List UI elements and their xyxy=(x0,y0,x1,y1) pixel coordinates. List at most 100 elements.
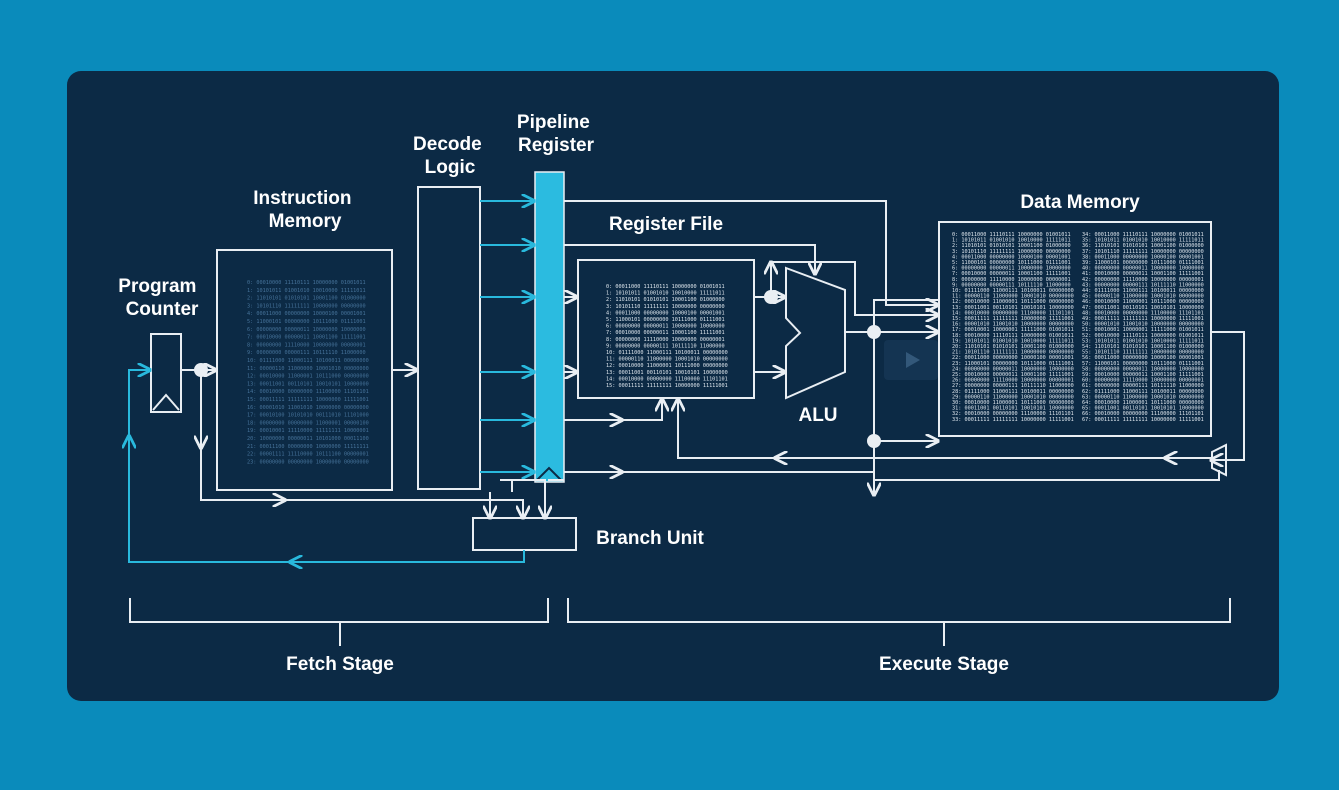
clock-edge-icon xyxy=(152,393,180,411)
memory-row: 9: 00000000 00000111 10111110 11000000 xyxy=(606,343,725,349)
memory-row: 24: 00000000 00000011 10000000 10000000 xyxy=(952,366,1074,372)
memory-row: 14: 00010000 00000000 11100000 11101101 xyxy=(247,389,369,395)
memory-row: 65: 00011001 00110101 10010101 10000000 xyxy=(1082,406,1204,412)
dmem-out-wire xyxy=(1211,331,1245,461)
memory-row: 8: 00000000 11110000 10000000 00000001 xyxy=(247,342,366,348)
memory-row: 6: 00000000 00000011 10000000 10000000 xyxy=(247,327,366,333)
memory-row: 10: 01111000 11000111 10100011 00000000 xyxy=(606,350,728,356)
memory-row: 32: 00010000 00000000 11100000 11101101 xyxy=(952,411,1074,417)
memory-row: 55: 10101110 11111111 10000000 00000000 xyxy=(1082,350,1204,356)
memory-row: 13: 00011001 00110101 10010101 10000000 xyxy=(247,381,369,387)
memory-row: 33: 00011111 11111111 10000000 11111001 xyxy=(952,417,1074,423)
memory-row: 5: 11000101 00000000 10111000 01111001 xyxy=(952,260,1071,266)
memory-row: 2: 11010101 01010101 10001100 01000000 xyxy=(247,296,366,302)
memory-row: 31: 00011001 00110101 10010101 10000000 xyxy=(952,406,1074,412)
memory-row: 16: 00001010 11001010 10000000 00000000 xyxy=(952,322,1074,328)
memory-row: 11: 00000110 11000000 10001010 00000000 xyxy=(952,294,1074,300)
memory-row: 47: 00011001 00110101 10010101 10000000 xyxy=(1082,305,1204,311)
memory-row: 38: 00011000 00000000 10000100 00001001 xyxy=(1082,254,1204,260)
instruction-memory-label: Instruction Memory xyxy=(253,188,356,232)
pc-to-branch-wire xyxy=(200,448,523,518)
register-file-label: Register File xyxy=(609,214,723,235)
memory-row: 7: 00010000 00000011 10001100 11111001 xyxy=(247,335,366,341)
memory-row: 7: 00010000 00000011 10001100 11111001 xyxy=(606,330,725,336)
alu-label: ALU xyxy=(798,405,837,426)
memory-row: 22: 00011000 00000000 10000100 00001001 xyxy=(952,355,1074,361)
memory-row: 1: 10101011 01001010 10010000 11111011 xyxy=(606,291,725,297)
register-file-contents: 0: 00011000 11110111 10000000 010010111:… xyxy=(606,284,728,389)
play-triangle-icon xyxy=(906,352,920,368)
mux-bottom-wire xyxy=(873,470,1220,481)
memory-row: 2: 11010101 01010101 10001100 01000000 xyxy=(952,243,1071,249)
memory-row: 26: 00000000 11110000 10000000 00000001 xyxy=(952,378,1074,384)
memory-row: 66: 00010000 00000000 11100000 11101101 xyxy=(1082,411,1204,417)
branch-to-pc-wire-a xyxy=(290,550,525,562)
fetch-stage-bracket xyxy=(129,598,549,646)
memory-row: 11: 00000110 11000000 10001010 00000000 xyxy=(606,357,728,363)
memory-row: 9: 00000000 00000111 10111110 11000000 xyxy=(952,282,1071,288)
pipeline-register-bar xyxy=(534,171,565,483)
memory-row: 43: 00000000 00000111 10111110 11000000 xyxy=(1082,282,1204,288)
memory-row: 5: 11000101 00000000 10111000 01111001 xyxy=(247,319,366,325)
memory-row: 54: 11010101 01010101 10001100 01000000 xyxy=(1082,344,1204,350)
memory-row: 0: 00011000 11110111 10000000 01001011 xyxy=(606,284,725,290)
memory-row: 8: 00000000 11110000 10000000 00000001 xyxy=(606,337,725,343)
instruction-memory-contents: 0: 00010000 11110111 10000000 010010111:… xyxy=(247,280,369,465)
memory-row: 23: 00000000 00000000 10000000 00000000 xyxy=(247,459,369,465)
memory-row: 1: 10101011 01001010 10010000 11111011 xyxy=(952,238,1071,244)
alu-aux-wire xyxy=(873,299,938,332)
diagram-panel xyxy=(67,71,1279,701)
memory-row: 10: 01111000 11000111 10100011 00000000 xyxy=(952,288,1074,294)
branch-unit-label: Branch Unit xyxy=(596,528,704,549)
memory-row: 50: 00001010 11001010 10000000 00000000 xyxy=(1082,322,1204,328)
memory-row: 4: 00011000 00000000 10000100 00001001 xyxy=(952,254,1071,260)
memory-row: 6: 00000000 00000011 10000000 10000000 xyxy=(606,324,725,330)
pipe-to-alu-wire xyxy=(564,244,815,274)
pipeline-register-label: Pipeline Register xyxy=(517,112,595,156)
memory-row: 48: 00010000 00000000 11100000 11101101 xyxy=(1082,310,1204,316)
memory-row: 59: 00010000 00000011 10001100 11111001 xyxy=(1082,372,1204,378)
memory-row: 21: 10101110 11111111 10000000 00000000 xyxy=(952,350,1074,356)
pipe-to-dmem-wire xyxy=(564,200,938,305)
memory-row: 61: 00000000 00000111 10111110 11000000 xyxy=(1082,383,1204,389)
memory-row: 14: 00010000 00000000 11100000 11101101 xyxy=(952,310,1074,316)
pipe-to-branch-b xyxy=(512,479,545,518)
memory-row: 15: 00011111 11111111 10000000 11111001 xyxy=(606,383,728,389)
memory-row: 41: 00010000 00000011 10001100 11111001 xyxy=(1082,271,1204,277)
decode-logic-box xyxy=(417,186,481,490)
memory-row: 19: 00010001 11110000 11111111 10000001 xyxy=(247,428,369,434)
memory-row: 13: 00011001 00110101 10010101 10000000 xyxy=(606,370,728,376)
pipeline-clock-icon xyxy=(536,466,562,481)
memory-row: 60: 00000000 11110000 10000000 00000001 xyxy=(1082,378,1204,384)
memory-row: 20: 10000000 00000011 10101000 00011100 xyxy=(247,436,369,442)
memory-row: 0: 00010000 11110111 10000000 01001011 xyxy=(247,280,366,286)
program-counter-box xyxy=(150,333,182,413)
memory-row: 51: 00010001 10000001 11111000 01001011 xyxy=(1082,327,1204,333)
memory-row: 3: 10101110 11111111 10000000 00000000 xyxy=(952,249,1071,255)
memory-row: 35: 10101011 01001010 10010000 11111011 xyxy=(1082,238,1204,244)
memory-row: 28: 01111000 11000111 10100011 00000000 xyxy=(952,389,1074,395)
junction-dot xyxy=(194,363,208,377)
memory-row: 64: 00010000 11000001 10111000 00000000 xyxy=(1082,400,1204,406)
data-memory-contents: 0: 00011000 11110111 10000000 010010111:… xyxy=(952,232,1204,423)
wb-to-rf-wire xyxy=(678,399,775,459)
memory-row: 46: 00010000 11000001 10111000 00000000 xyxy=(1082,299,1204,305)
memory-row: 30: 00010000 11000001 10111000 00000000 xyxy=(952,400,1074,406)
junction-dot xyxy=(764,290,778,304)
memory-row: 5: 11000101 00000000 10111000 01111001 xyxy=(606,317,725,323)
memory-row: 34: 00011000 11110111 10000000 01001011 xyxy=(1082,232,1204,238)
memory-row: 62: 01111000 11000111 10100011 00000000 xyxy=(1082,389,1204,395)
memory-row: 14: 00010000 00000000 11100000 11101101 xyxy=(606,376,728,382)
execute-stage-bracket xyxy=(567,598,1231,646)
memory-row: 45: 00000110 11000000 10001010 00000000 xyxy=(1082,294,1204,300)
fetch-stage-label: Fetch Stage xyxy=(286,654,394,675)
memory-row: 11: 00000110 11000000 10001010 00000000 xyxy=(247,366,369,372)
memory-row: 20: 11010101 01010101 10001100 01000000 xyxy=(952,344,1074,350)
program-counter-label: Program Counter xyxy=(118,276,201,320)
memory-row: 57: 11000101 00000000 10111000 01111001 xyxy=(1082,361,1204,367)
memory-row: 40: 00000000 00000011 10000000 10000000 xyxy=(1082,266,1204,272)
memory-row: 7: 00010000 00000011 10001100 11111001 xyxy=(952,271,1071,277)
memory-row: 58: 00000000 00000011 10000000 10000000 xyxy=(1082,366,1204,372)
junction-dot xyxy=(867,325,881,339)
